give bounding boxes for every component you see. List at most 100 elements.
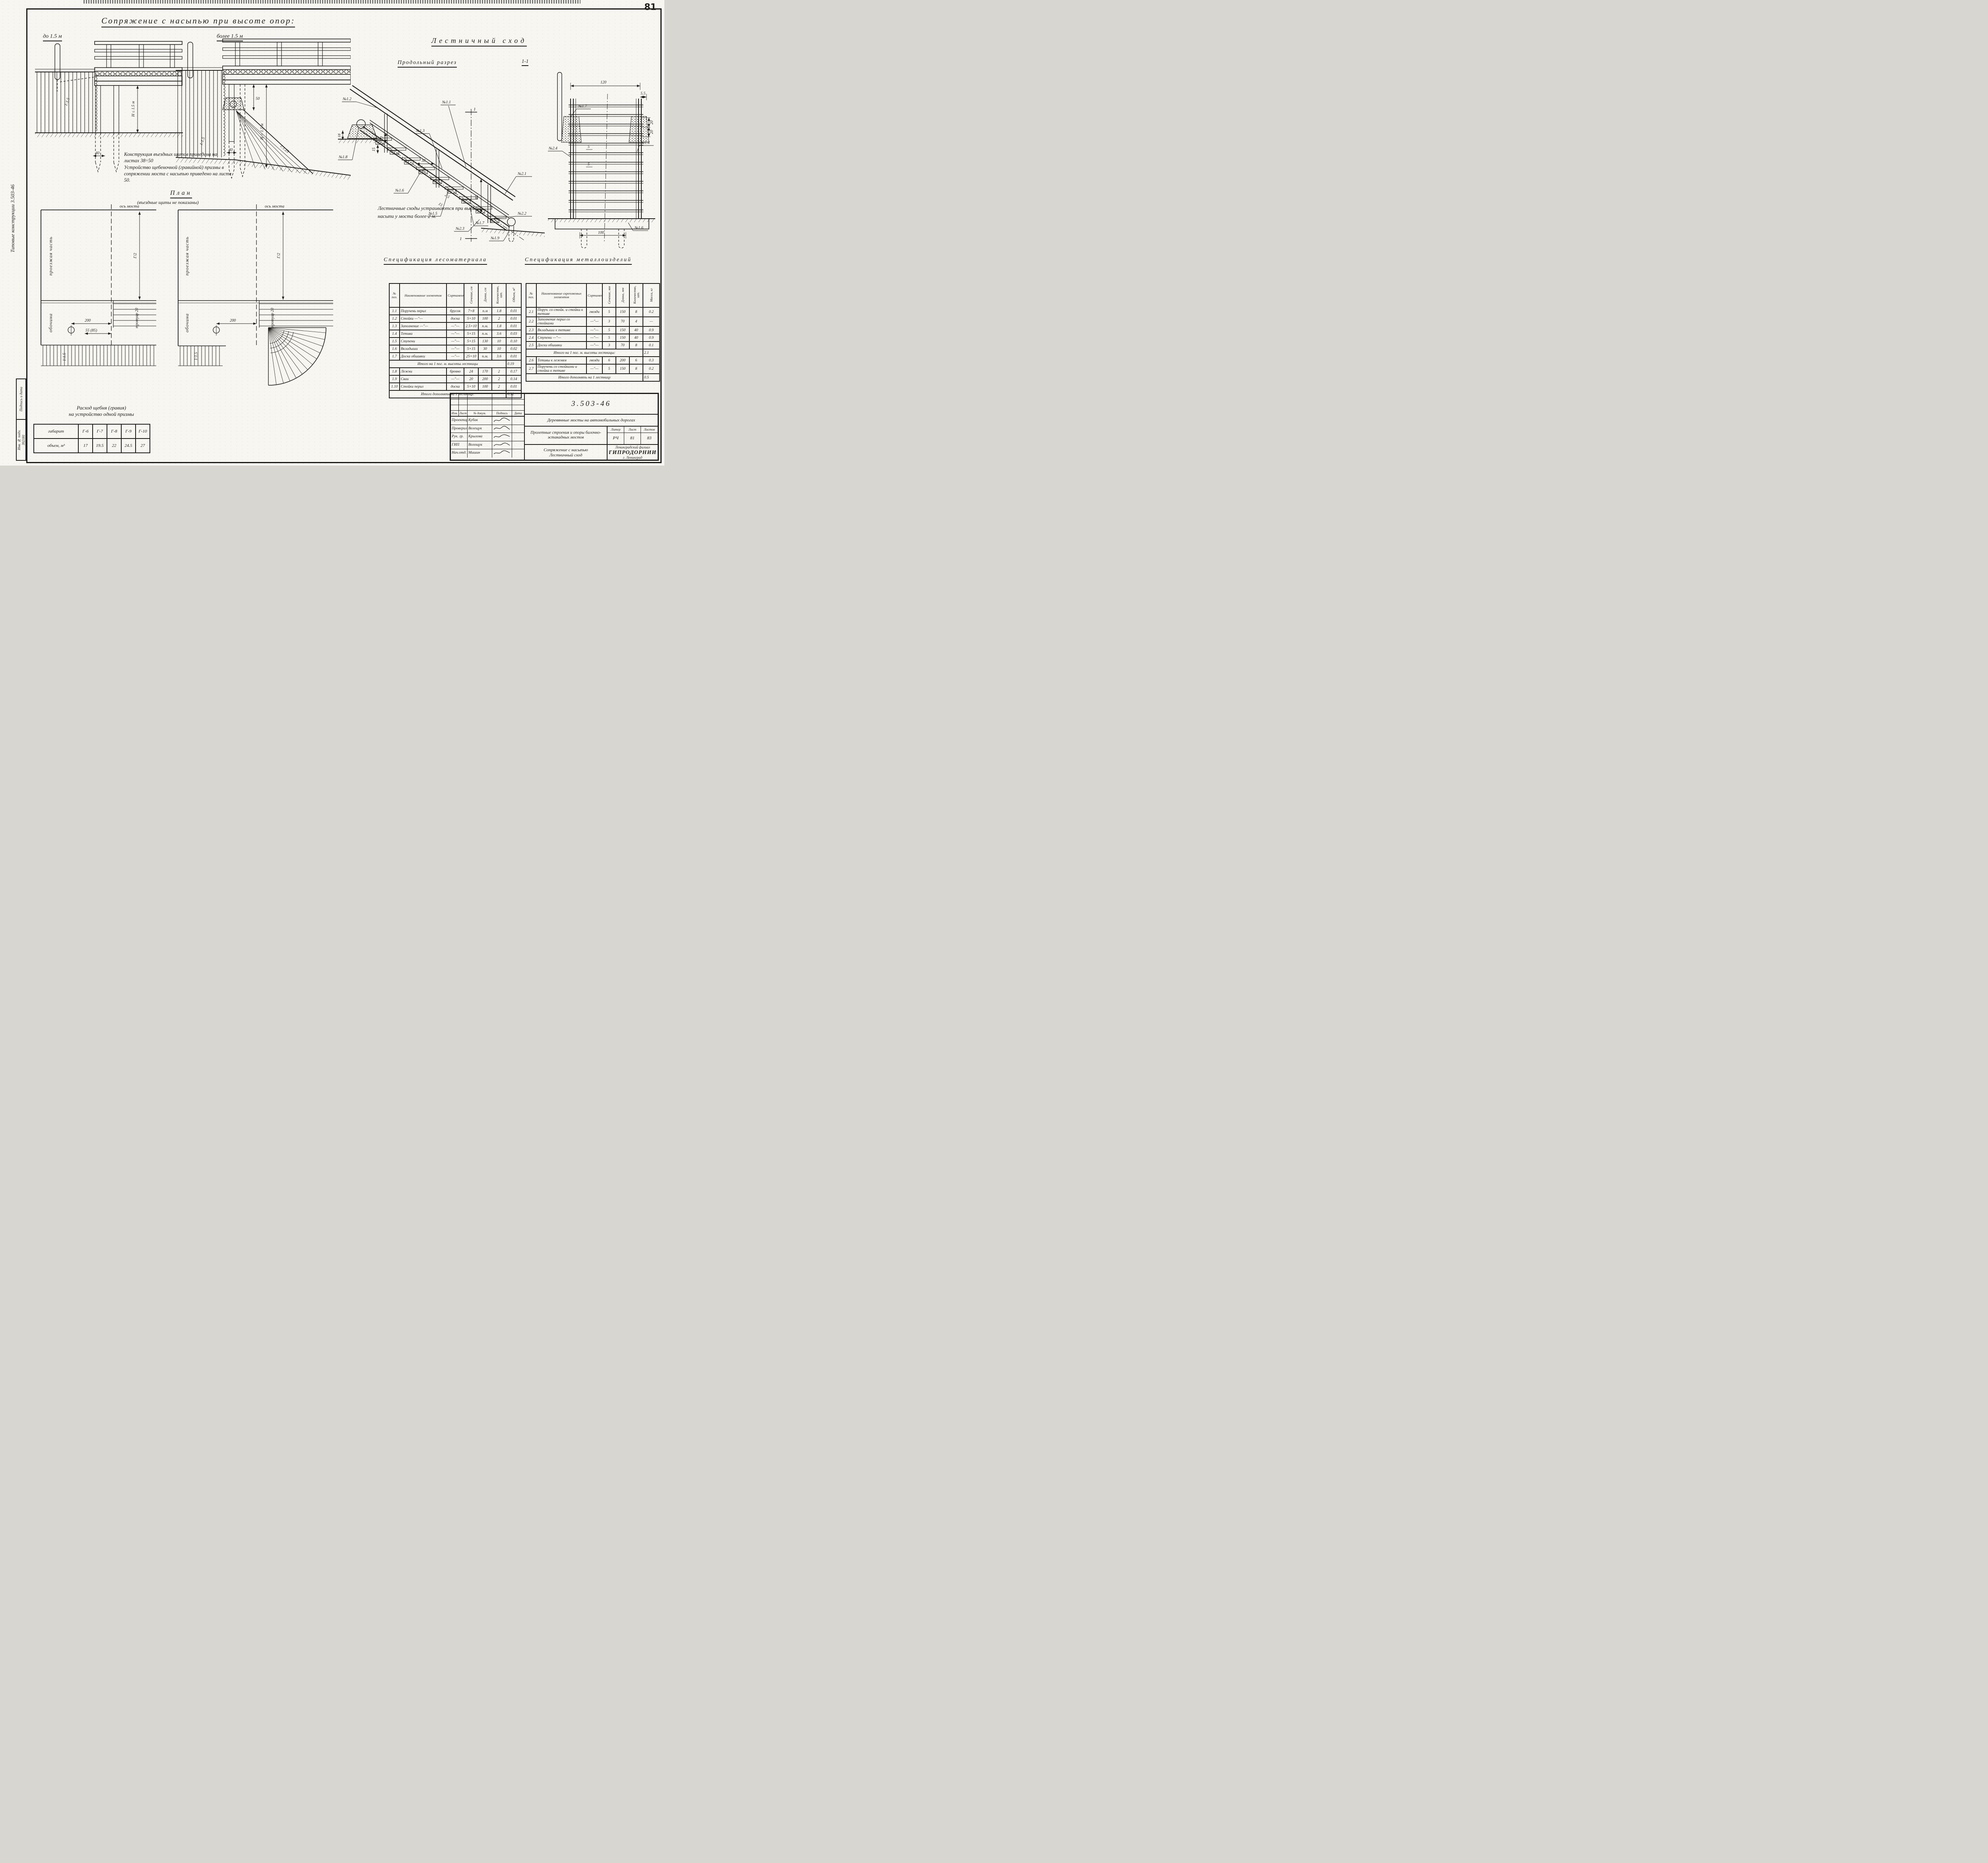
stamp-inventory-label: Инв. № подл.: [17, 429, 21, 450]
table-cell: 1.4: [389, 330, 400, 338]
table-cell: 27: [135, 438, 150, 453]
wood-table-title: Спецификация лесоматериала: [384, 257, 487, 265]
table-cell: 2: [491, 314, 507, 323]
wood-subtotal-value: 0.19: [506, 360, 522, 368]
table-cell: 2.4: [526, 334, 537, 342]
metal-subtotal-value: 2.1: [643, 349, 660, 357]
column-header: Длина, мм: [615, 283, 630, 308]
table-cell: 19.5: [92, 438, 107, 453]
part-label: №1.9: [490, 236, 499, 241]
half-gauge-label: Г/2: [277, 253, 281, 258]
part-label: №2.4: [548, 146, 557, 151]
revision-header-row: Изм. Лист № докум. Подпись Дата: [451, 411, 524, 417]
table-cell: 1.6: [389, 345, 400, 353]
column-header: Наименование элементов: [399, 283, 447, 308]
role-row: Проверил Велещук: [451, 425, 524, 433]
table-cell: 1.8: [491, 307, 507, 315]
table-cell: 150: [615, 307, 630, 317]
table-cell: 24.5: [121, 438, 136, 453]
part-label: №1.1: [442, 100, 451, 105]
table-cell: 17: [78, 438, 93, 453]
slope-label: 1:1.5: [194, 352, 198, 361]
table-cell: Лежни: [399, 367, 447, 376]
table-cell: 0.9: [643, 326, 660, 334]
stage-sheet-grid: Литер Лист Листов РЧ 81 83: [608, 427, 658, 444]
table-cell: 5×15: [464, 345, 479, 353]
table-row: Итого дополнять на 1 лестницу 0.5: [526, 373, 660, 382]
stamp-signature-date-label: Подпись и дата: [19, 386, 23, 411]
wood-total-value: 0.32: [506, 390, 522, 398]
table-cell: 10: [491, 337, 507, 345]
wood-subtotal-label: Итого на 1 пог. м. высоты лестницы: [389, 360, 507, 368]
table-cell: Тетивы к лежням: [536, 356, 587, 365]
roadway-label: проезжая часть: [184, 237, 190, 276]
table-cell: 0.01: [506, 307, 522, 315]
signature: [492, 425, 512, 433]
table-cell: 8: [629, 341, 643, 349]
table-cell: 0.2: [643, 307, 660, 317]
main-title: Сопряжение с насыпью при высоте опор:: [101, 16, 295, 27]
wood-total-label: Итого дополнять на 1 лестницу:: [389, 390, 507, 398]
table-cell: 8: [629, 307, 643, 317]
role-label: ГИП: [451, 441, 468, 450]
table-cell: 1.9: [389, 375, 400, 383]
column-header: Сечение, см: [464, 283, 479, 308]
dim-5b: 5: [588, 162, 590, 167]
sheet-value: 81: [624, 433, 641, 444]
table-cell: 5×10: [464, 314, 479, 323]
table-cell: 200: [615, 356, 630, 365]
table-cell: 3: [602, 316, 616, 327]
dim-200: 200: [85, 318, 91, 323]
table-cell: 100: [478, 314, 492, 323]
organization: Ленинградский филиал ГИПРОДОРНИИ г. Лени…: [608, 445, 658, 461]
table-cell: —″—: [586, 334, 603, 342]
signature: [492, 441, 512, 450]
column-header: Сортамент: [446, 283, 464, 308]
table-cell: брусок: [446, 307, 464, 315]
metal-spec-table: № поз.Наименование скрепляемых элементов…: [526, 283, 660, 382]
title-block: Изм. Лист № докум. Подпись Дата Проектир…: [450, 393, 659, 461]
part-label: №1.2: [342, 97, 351, 101]
case-high-label: более 1.5 м: [217, 33, 243, 41]
dim-20b: 20: [650, 130, 654, 134]
table-cell: 0.2: [643, 364, 660, 374]
table-cell: 6: [602, 356, 616, 365]
table-cell: 40: [629, 334, 643, 342]
table-cell: Доска обшивки: [399, 352, 447, 361]
column-header: Количество, шт.: [491, 283, 507, 308]
table-cell: 3.6: [491, 352, 507, 361]
shoulder-label: обочина: [184, 313, 190, 332]
table-cell: 6: [629, 356, 643, 365]
drawing-abutment-low: 1:1.5 H ≤ 1.5 м 40: [35, 41, 183, 173]
table-cell: 3.6: [491, 330, 507, 338]
gravel-title-line1: Расход щебня (гравия): [76, 405, 126, 411]
table-cell: 0.03: [506, 330, 522, 338]
stage-value: РЧ: [608, 433, 624, 444]
part-label: №1.7: [578, 104, 587, 109]
table-row: Итого дополнять на 1 лестницу: 0.32: [389, 390, 522, 398]
sheet-title-line1: Сопряжение с насыпью: [544, 447, 588, 452]
table-cell: —″—: [446, 352, 464, 361]
project-title: Пролетные строения и опоры балочно-эстак…: [525, 427, 608, 444]
table-cell: 8: [629, 364, 643, 374]
table-cell: Стойки перил: [399, 382, 447, 391]
table-cell: 2.3: [526, 326, 537, 334]
role-name: Волощук: [468, 441, 492, 450]
drawing-stair-long-section: 1:1.5 1 1 80 38 20 15 18 2.5 15 №1.2 №1.…: [338, 85, 545, 242]
metal-table-title: Спецификация металлоизделий: [525, 257, 632, 265]
table-cell: гвозди: [586, 307, 603, 317]
table-cell: бревно: [446, 367, 464, 376]
table-cell: 25×10: [464, 352, 479, 361]
table-cell: Г-7: [92, 424, 107, 439]
table-cell: 70: [615, 316, 630, 327]
